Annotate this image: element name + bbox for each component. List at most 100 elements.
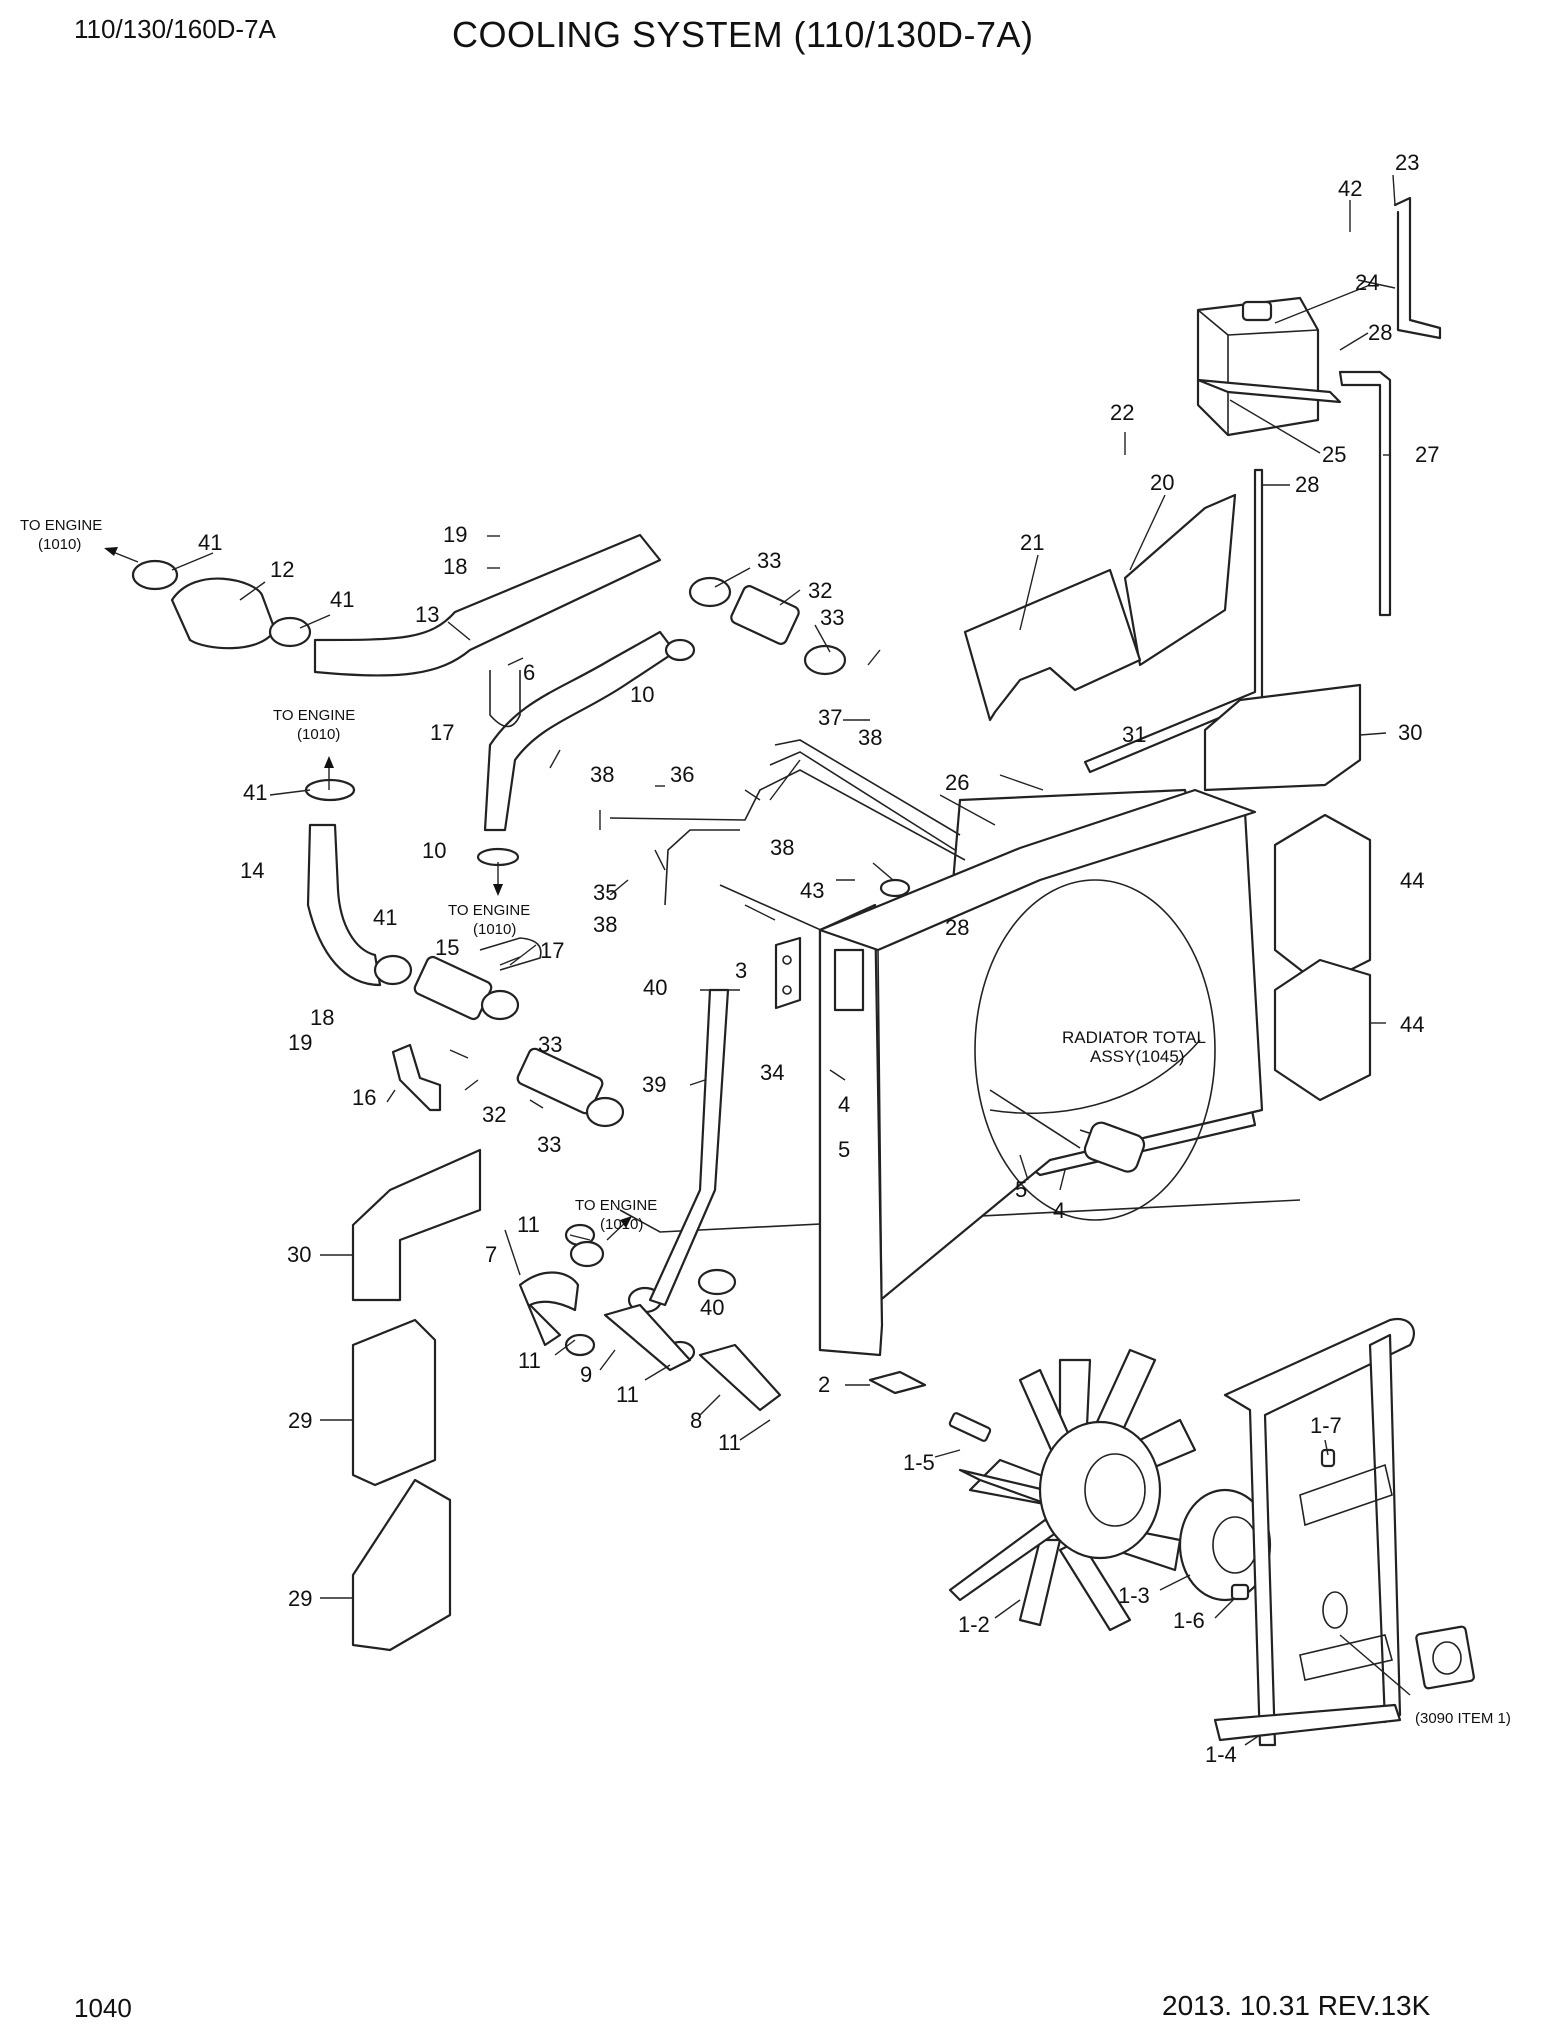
- pump-reference: (3090 ITEM 1): [1415, 1710, 1511, 1727]
- callout-1-3: 1-3: [1118, 1583, 1150, 1608]
- note-to-engine-b-ref: (1010): [473, 921, 516, 938]
- foam-blocks-right: [1203, 683, 1372, 1102]
- callout-35: 35: [593, 880, 617, 905]
- callout-17a: 17: [430, 720, 454, 745]
- note-to-engine-b: TO ENGINE: [448, 902, 530, 919]
- radiator-label-line2: ASSY(1045): [1090, 1047, 1185, 1066]
- callout-12: 12: [270, 557, 294, 582]
- callout-41a: 41: [198, 530, 222, 555]
- callout-1-6: 1-6: [1173, 1608, 1205, 1633]
- callout-14: 14: [240, 858, 264, 883]
- page-title: COOLING SYSTEM (110/130D-7A): [452, 14, 1034, 55]
- callout-2: 2: [818, 1372, 830, 1397]
- callout-11d: 11: [718, 1430, 741, 1455]
- callout-8: 8: [690, 1408, 702, 1433]
- callout-13: 13: [415, 602, 439, 627]
- callout-18a: 18: [443, 554, 467, 579]
- callout-28b: 28: [1295, 472, 1319, 497]
- callout-29a: 29: [288, 1408, 312, 1433]
- coolant-reservoir-tank: [1196, 296, 1342, 437]
- callout-9: 9: [580, 1362, 592, 1387]
- callout-1-2: 1-2: [958, 1612, 990, 1637]
- straight-tube-pieces: [413, 585, 800, 1115]
- callout-41c: 41: [243, 780, 267, 805]
- note-to-engine-a: TO ENGINE: [273, 707, 355, 724]
- callout-1-4: 1-4: [1205, 1742, 1237, 1767]
- callout-33d: 33: [537, 1132, 561, 1157]
- callout-44a: 44: [1400, 868, 1424, 893]
- callout-38a: 38: [858, 725, 882, 750]
- radiator-total-assembly: [619, 788, 1301, 1395]
- upper-hose-pipe: [170, 533, 662, 677]
- tank-mounting-bracket: [1357, 196, 1442, 340]
- callout-44b: 44: [1400, 1012, 1424, 1037]
- callout-11a: 11: [517, 1212, 540, 1237]
- shield-plates: [963, 493, 1237, 722]
- callout-10b: 10: [422, 838, 446, 863]
- callout-17b: 17: [540, 938, 564, 963]
- callout-1-7: 1-7: [1310, 1413, 1342, 1438]
- fan-assembly: [948, 1348, 1272, 1632]
- lower-hose-set: [518, 1271, 782, 1412]
- callout-20: 20: [1150, 470, 1174, 495]
- callout-33b: 33: [820, 605, 844, 630]
- callout-numbers: 2 3 42 24 28 22 25 27 28 20 21 41 12 41 1…: [198, 150, 1439, 1767]
- flow-arrows: [104, 547, 632, 1241]
- callout-21: 21: [1020, 530, 1044, 555]
- callout-29b: 29: [288, 1586, 312, 1611]
- callout-41b: 41: [330, 587, 354, 612]
- callout-15: 15: [435, 935, 459, 960]
- bracket-16: [391, 1043, 442, 1112]
- callout-1-5: 1-5: [903, 1450, 935, 1475]
- callout-6: 6: [523, 660, 535, 685]
- callout-34: 34: [760, 1060, 784, 1085]
- u-bolts: [479, 670, 542, 971]
- callout-18b: 18: [310, 1005, 334, 1030]
- callout-3: 3: [735, 958, 747, 983]
- callout-30a: 30: [1398, 720, 1422, 745]
- callout-36: 36: [670, 762, 694, 787]
- overflow-hose: [1083, 370, 1392, 774]
- callout-5a: 5: [838, 1137, 850, 1162]
- callout-40b: 40: [700, 1295, 724, 1320]
- lower-bent-hose: [306, 823, 382, 987]
- callout-25: 25: [1322, 442, 1346, 467]
- callout-32b: 32: [482, 1102, 506, 1127]
- note-to-engine-c: TO ENGINE: [575, 1197, 657, 1214]
- callout-30b: 30: [287, 1242, 311, 1267]
- callout-28a: 28: [1368, 320, 1392, 345]
- callout-5b: 5: [1015, 1177, 1027, 1202]
- callout-11b: 11: [518, 1348, 541, 1373]
- callout-7: 7: [485, 1242, 497, 1267]
- callout-33a: 33: [757, 548, 781, 573]
- callout-39: 39: [642, 1072, 666, 1097]
- model-code: 110/130/160D-7A: [74, 14, 276, 44]
- foam-blocks-left: [351, 1148, 482, 1652]
- note-to-engine-top-ref: (1010): [38, 536, 81, 553]
- note-to-engine-c-ref: (1010): [600, 1216, 643, 1233]
- callout-4b: 4: [1053, 1198, 1065, 1223]
- callout-38d: 38: [593, 912, 617, 937]
- callout-4a: 4: [838, 1092, 850, 1117]
- callout-27: 27: [1415, 442, 1439, 467]
- callout-26: 26: [945, 770, 969, 795]
- page-number: 1040: [74, 1993, 132, 2023]
- callout-19b: 19: [288, 1030, 312, 1055]
- callout-38c: 38: [770, 835, 794, 860]
- revision-date: 2013. 10.31 REV.13K: [1162, 1990, 1431, 2021]
- callout-24: 24: [1355, 270, 1379, 295]
- callout-31: 31: [1122, 722, 1146, 747]
- callout-19a: 19: [443, 522, 467, 547]
- callout-42: 42: [1338, 176, 1362, 201]
- callout-43: 43: [800, 878, 824, 903]
- callout-32a: 32: [808, 578, 832, 603]
- hose-39: [648, 988, 730, 1307]
- callout-22: 22: [1110, 400, 1134, 425]
- note-to-engine-top: TO ENGINE: [20, 517, 102, 534]
- callout-16: 16: [352, 1085, 376, 1110]
- note-to-engine-a-ref: (1010): [297, 726, 340, 743]
- radiator-label-line1: RADIATOR TOTAL: [1062, 1028, 1206, 1047]
- fan-guard-frame: [1213, 1317, 1475, 1747]
- pipe-bundle: [609, 739, 966, 906]
